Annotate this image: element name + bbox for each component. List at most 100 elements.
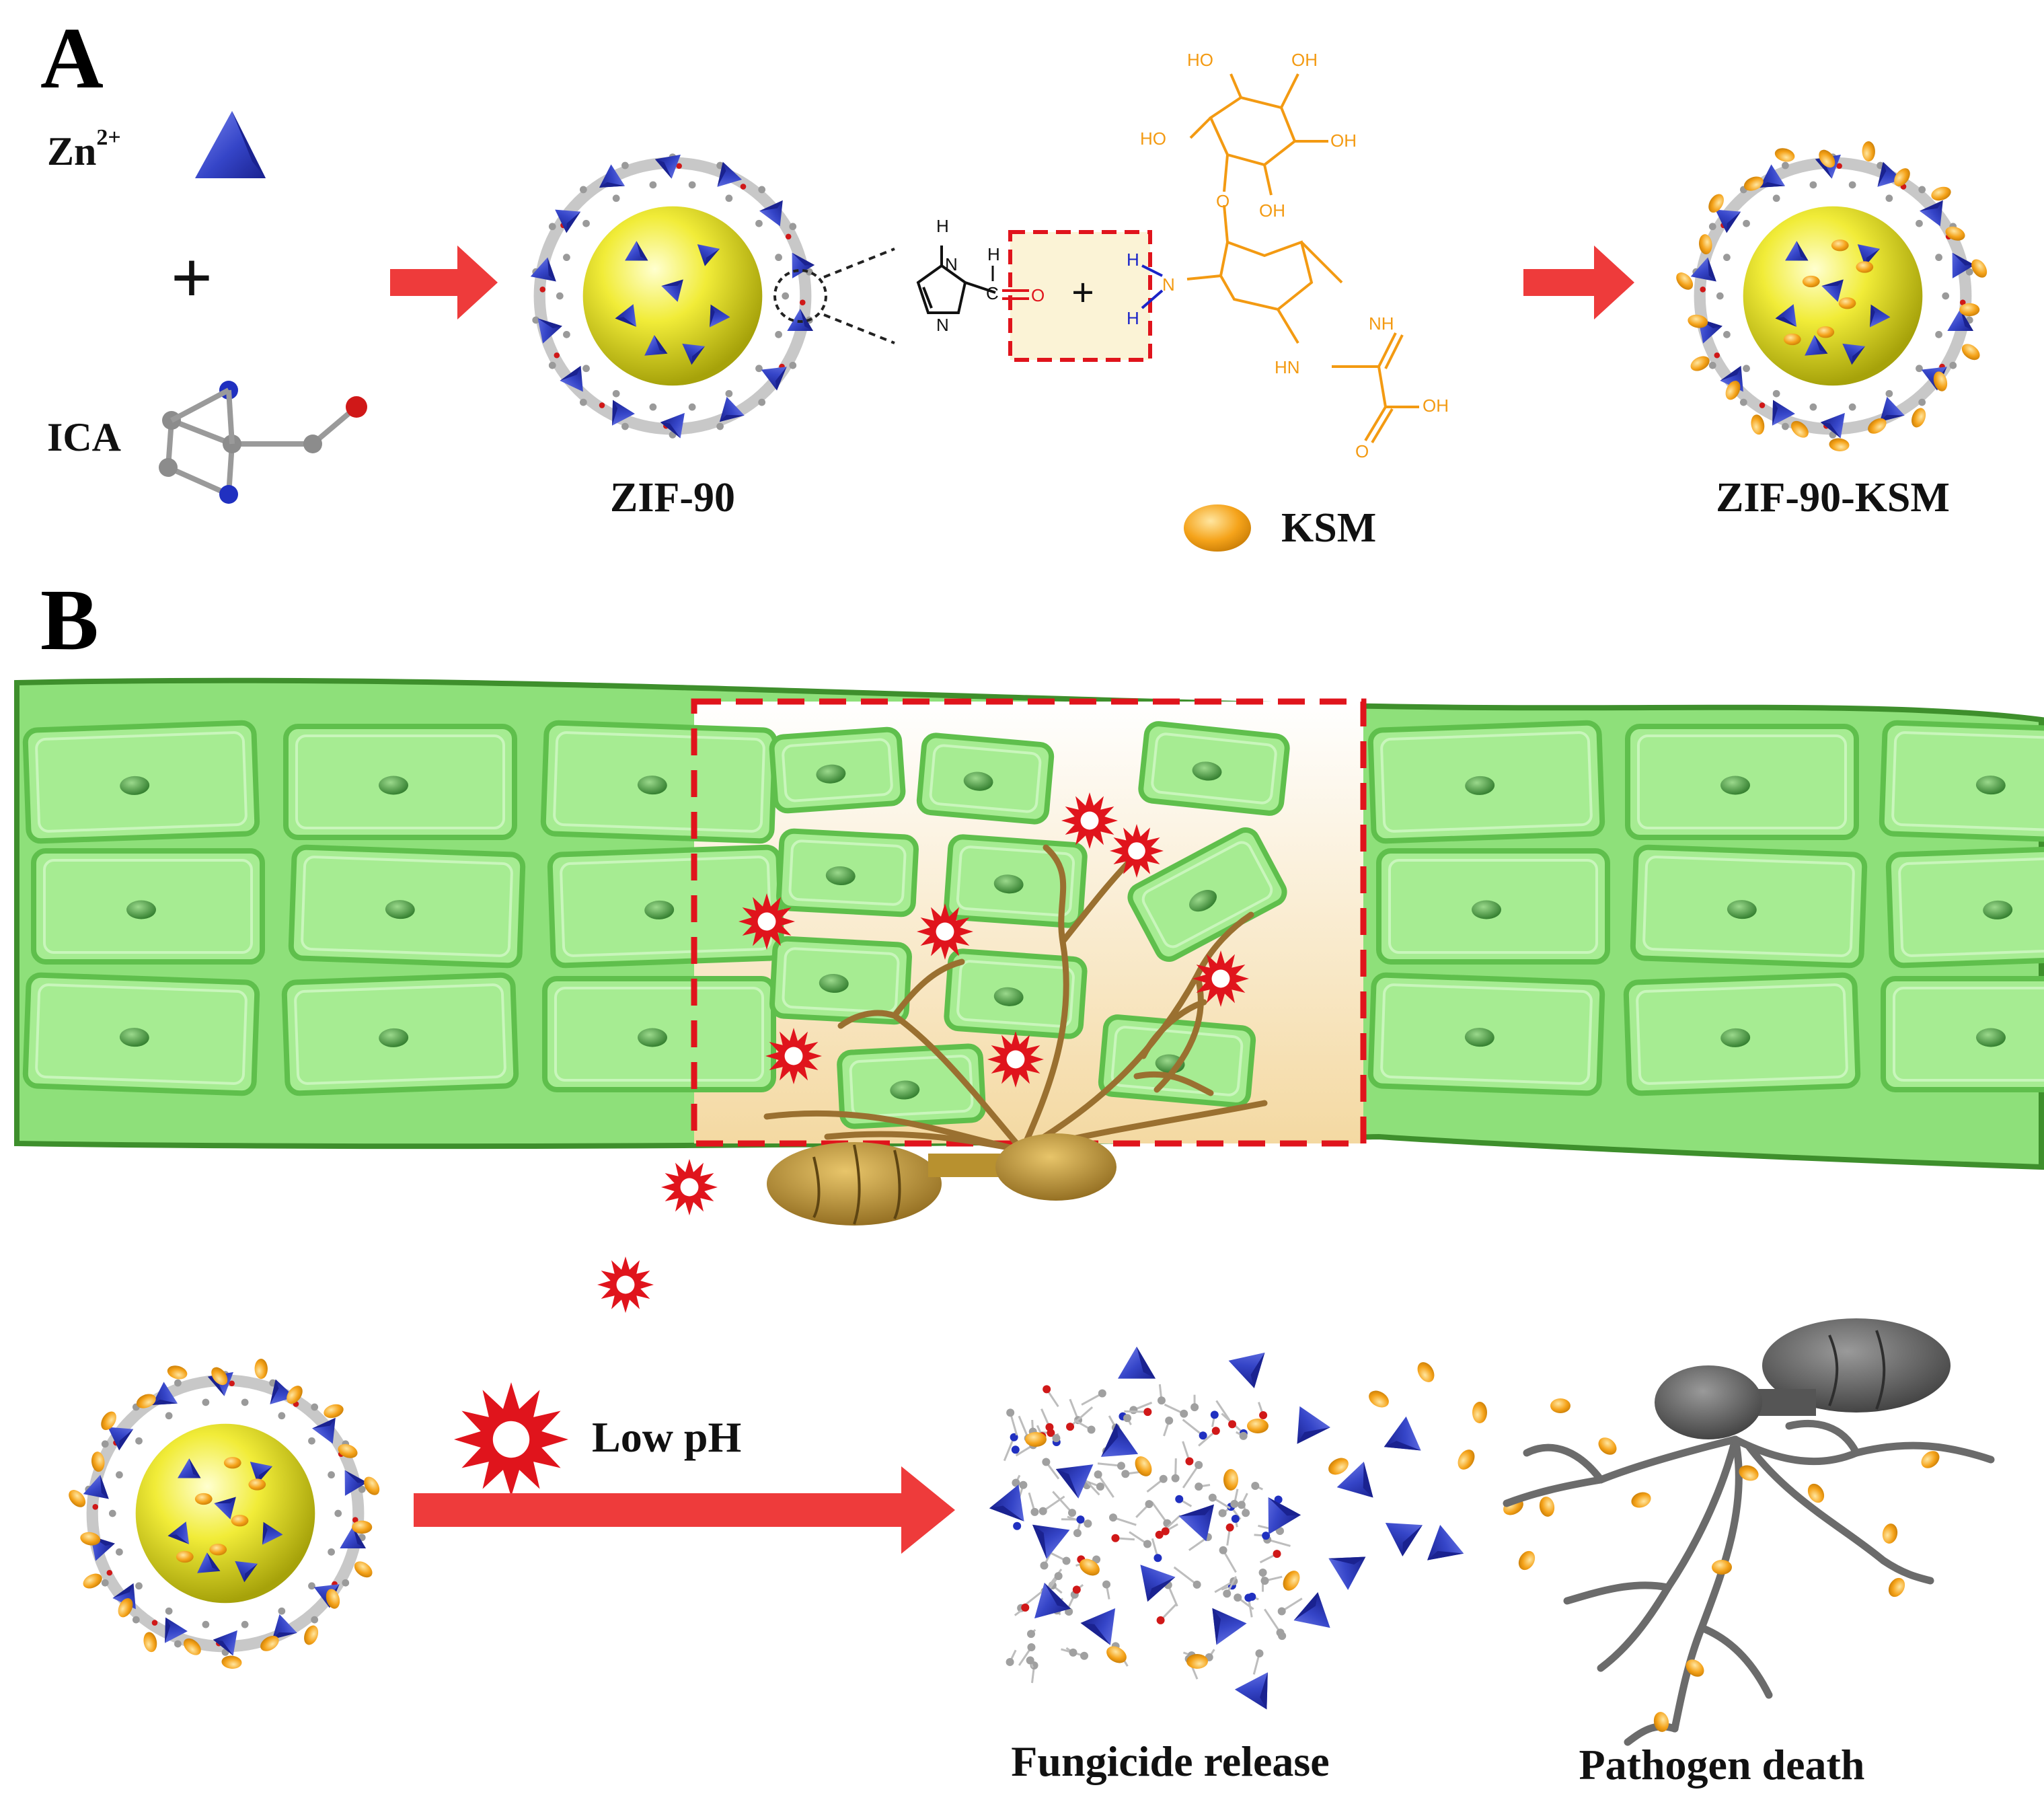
ksm-molecule: [1676, 272, 1694, 290]
ksm-molecule: [1328, 1458, 1349, 1475]
ksm-molecule: [1708, 194, 1724, 213]
ksm-structure: [1186, 73, 1419, 444]
ksm-molecule: [338, 1443, 358, 1458]
ksm-molecule: [1025, 1432, 1047, 1447]
ksm-molecule: [83, 1573, 102, 1589]
zn-tetrahedron: [272, 1614, 297, 1640]
ksm-molecule: [324, 1404, 344, 1419]
ksm-on-pathogen: [1518, 1398, 1940, 1732]
ksm-molecule: [1807, 1483, 1825, 1503]
nucleus: [1975, 776, 2006, 795]
ksm-molecule: [1894, 168, 1910, 187]
zn-tetrahedron: [1101, 1423, 1139, 1458]
ksm-atom-hn: HN: [1275, 357, 1300, 377]
arrow-to-zif90: [390, 246, 498, 319]
ksm-molecule: [136, 1394, 156, 1408]
ksm-molecule: [260, 1635, 279, 1651]
ksm-molecule: [326, 1589, 340, 1609]
ksm-molecule: [1888, 1577, 1905, 1597]
ksm-molecule: [1653, 1712, 1669, 1732]
ksm-molecule: [1739, 1465, 1759, 1481]
atom-n: N: [945, 254, 958, 274]
zif90-label: ZIF-90: [610, 475, 735, 521]
zn-tetrahedron: [1870, 304, 1891, 328]
atom-o: O: [1031, 285, 1045, 305]
ksm-molecule: [1882, 1523, 1898, 1544]
zif90-ksm-label: ZIF-90-KSM: [1716, 475, 1950, 521]
ksm-atom-h: H: [1127, 250, 1139, 270]
panel-a-letter: A: [40, 10, 104, 107]
ksm-molecule: [354, 1561, 373, 1578]
ksm-atom-oh: OH: [1259, 200, 1285, 221]
ksm-molecule: [1223, 1469, 1238, 1491]
zn-tetrahedron: [1947, 309, 1973, 331]
plant-cell: [283, 724, 517, 840]
atom-n: N: [936, 315, 949, 335]
fungicide-release-label: Fungicide release: [1011, 1737, 1329, 1785]
ksm-atom-o: O: [1216, 191, 1229, 211]
ksm-molecule: [304, 1625, 319, 1645]
dead-pathogen-hyphae: [1503, 1419, 1995, 1746]
plant-cell: [281, 972, 519, 1096]
low-ph-burst-icon: [765, 1028, 822, 1084]
zn-tetrahedron: [717, 161, 743, 187]
nucleus: [119, 1028, 149, 1047]
ksm-molecule: [1743, 176, 1764, 191]
zn-tetrahedron: [1384, 1416, 1421, 1451]
plant-cell: [1625, 724, 1859, 840]
ksm-molecule: [1790, 420, 1809, 438]
zn-tetrahedron: [761, 367, 787, 391]
zn-tetrahedron: [1328, 1556, 1366, 1590]
zn-tetrahedron: [1032, 1524, 1070, 1559]
zn-tetrahedron: [792, 252, 815, 278]
plant-cell: [769, 726, 906, 814]
nucleus: [1727, 900, 1757, 919]
nucleus: [1189, 890, 1217, 912]
nucleus: [890, 1080, 920, 1100]
ksm-atom-oh: OH: [1423, 396, 1449, 416]
nucleus: [993, 874, 1024, 894]
ksm-molecule: [1080, 1558, 1100, 1576]
zn-tetrahedron: [1336, 1462, 1373, 1498]
zn-tetrahedron: [1775, 304, 1797, 327]
low-ph-burst-icon: [1110, 824, 1164, 878]
zn-tetrahedron-icon: [195, 111, 266, 178]
ksm-atom-oh: OH: [1330, 130, 1357, 151]
ksm-legend-label: KSM: [1281, 505, 1376, 551]
ksm-molecule: [1862, 141, 1875, 162]
plant-cell: [1885, 844, 2044, 969]
nucleus: [379, 1028, 409, 1047]
plant-cell: [944, 948, 1088, 1039]
ksm-molecule: [1550, 1398, 1570, 1413]
plant-cell: [31, 848, 265, 965]
plant-cell: [288, 844, 526, 969]
zn-tetrahedron: [1234, 1672, 1268, 1710]
ksm-molecule: [221, 1655, 242, 1669]
plant-cell: [1376, 848, 1610, 965]
ksm-molecule: [91, 1452, 105, 1472]
zn-tetrahedron: [612, 400, 635, 426]
low-ph-burst-icon: [454, 1382, 568, 1497]
zoom-line-top: [823, 248, 895, 278]
zn-tetrahedron: [1879, 396, 1905, 422]
ksm-molecule: [1751, 414, 1765, 435]
plant-cell: [22, 972, 260, 1096]
nucleus: [1983, 900, 2013, 919]
ksm-molecule: [1598, 1437, 1617, 1455]
zoom-line-bottom: [823, 313, 895, 344]
plant-cell: [776, 828, 919, 917]
ksm-atom-ho: HO: [1187, 50, 1213, 70]
ksm-molecule: [1819, 149, 1835, 168]
ksm-molecule: [1933, 371, 1948, 391]
ksm-molecule: [1698, 234, 1712, 255]
plant-cell: [1138, 721, 1290, 816]
zn-tetrahedron: [108, 1427, 134, 1451]
zn-tetrahedron: [1268, 1497, 1301, 1535]
ksm-molecule: [1518, 1550, 1536, 1571]
low-ph-burst-icon: [1193, 950, 1249, 1007]
zn-tetrahedron: [599, 164, 626, 188]
fungal-spore-brown-icon: [767, 1133, 1116, 1226]
zn-tetrahedron: [1118, 1347, 1156, 1379]
nucleus: [1464, 1028, 1494, 1047]
